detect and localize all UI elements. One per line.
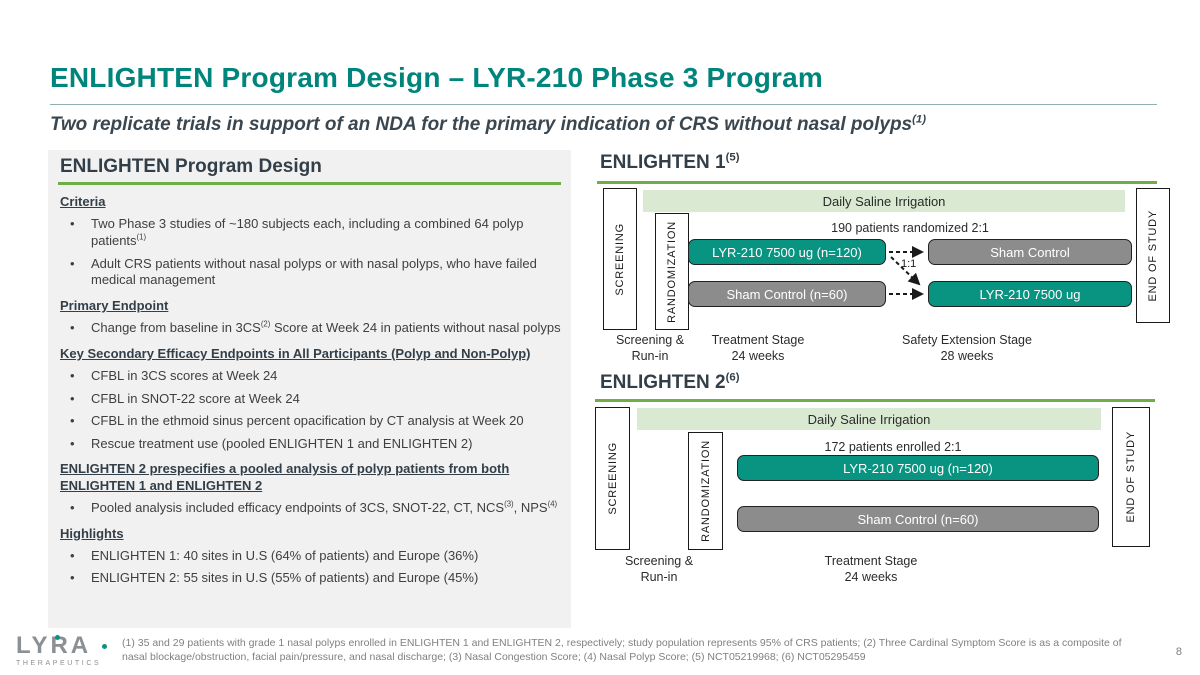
lyra-logo-text: LYRA bbox=[16, 632, 92, 659]
bullet-item: Adult CRS patients without nasal polyps … bbox=[58, 256, 561, 289]
enlighten1-sham-arm: Sham Control (n=60) bbox=[688, 281, 886, 307]
enlighten1-saline-label: Daily Saline Irrigation bbox=[822, 193, 946, 209]
bullet-item: ENLIGHTEN 2: 55 sites in U.S (55% of pat… bbox=[58, 570, 561, 587]
slide-subtitle: Two replicate trials in support of an ND… bbox=[50, 113, 927, 135]
bullet-item: Change from baseline in 3CS(2) Score at … bbox=[58, 320, 561, 337]
enlighten1-title: ENLIGHTEN 1(5) bbox=[600, 151, 740, 173]
enlighten2-treatment-arm: LYR-210 7500 ug (n=120) bbox=[737, 455, 1099, 481]
enlighten2-diagram: Daily Saline Irrigation SCREENING RANDOM… bbox=[593, 403, 1168, 585]
logo-dot-icon bbox=[55, 635, 60, 640]
stage-line: 28 weeks bbox=[940, 349, 994, 364]
section-bullets: Two Phase 3 studies of ~180 subjects eac… bbox=[58, 216, 561, 289]
stage-line: Treatment Stage bbox=[711, 333, 805, 347]
section-bullets: Pooled analysis included efficacy endpoi… bbox=[58, 500, 561, 517]
stage-line: Run-in bbox=[640, 570, 678, 585]
enlighten2-sham-arm: Sham Control (n=60) bbox=[737, 506, 1099, 532]
footnotes: (1) 35 and 29 patients with grade 1 nasa… bbox=[122, 637, 1122, 664]
stage-line: Run-in bbox=[631, 349, 669, 364]
panel-sections: CriteriaTwo Phase 3 studies of ~180 subj… bbox=[58, 194, 561, 587]
section-bullets: Change from baseline in 3CS(2) Score at … bbox=[58, 320, 561, 337]
enlighten2-randomization-label: RANDOMIZATION bbox=[699, 440, 712, 542]
lyra-logo-subtext: THERAPEUTICS bbox=[16, 660, 102, 667]
program-design-panel: ENLIGHTEN Program Design CriteriaTwo Pha… bbox=[48, 150, 571, 628]
section-bullets: ENLIGHTEN 1: 40 sites in U.S (64% of pat… bbox=[58, 548, 561, 587]
enlighten2-stage-screening: Screening & Run-in bbox=[601, 553, 717, 586]
stage-line: Screening & bbox=[615, 333, 685, 347]
enlighten1-randomization-box: RANDOMIZATION bbox=[655, 213, 689, 330]
stage-line: 24 weeks bbox=[844, 570, 898, 585]
section-heading: ENLIGHTEN 2 prespecifies a pooled analys… bbox=[60, 461, 510, 493]
section-bullets: CFBL in 3CS scores at Week 24 CFBL in SNO… bbox=[58, 368, 561, 453]
slide-title: ENLIGHTEN Program Design – LYR-210 Phase… bbox=[50, 62, 823, 93]
bullet-item: Pooled analysis included efficacy endpoi… bbox=[58, 500, 561, 517]
logo-dot-icon bbox=[102, 644, 107, 649]
enlighten2-accent-line bbox=[595, 399, 1155, 402]
stage-line: Screening & bbox=[624, 554, 694, 568]
panel-accent-line bbox=[58, 182, 561, 185]
stage-line: 24 weeks bbox=[731, 349, 785, 364]
enlighten1-treatment-arm: LYR-210 7500 ug (n=120) bbox=[688, 239, 886, 265]
section-heading: Primary Endpoint bbox=[60, 297, 169, 313]
enlighten1-end-of-study-box: END OF STUDY bbox=[1136, 188, 1170, 323]
enlighten2-saline-label: Daily Saline Irrigation bbox=[807, 411, 931, 427]
enlighten1-end-of-study-label: END OF STUDY bbox=[1147, 209, 1159, 302]
enlighten1-treatment-extension-arm: LYR-210 7500 ug bbox=[928, 281, 1132, 307]
enlighten2-screening-box: SCREENING bbox=[595, 407, 630, 550]
enlighten2-screening-label: SCREENING bbox=[606, 442, 619, 515]
enlighten1-randomized-note: 190 patients randomized 2:1 bbox=[831, 221, 989, 235]
enlighten2-end-of-study-label: END OF STUDY bbox=[1125, 431, 1137, 523]
section-heading: Highlights bbox=[60, 525, 124, 541]
enlighten2-end-of-study-box: END OF STUDY bbox=[1112, 407, 1150, 547]
enlighten2-title: ENLIGHTEN 2(6) bbox=[600, 371, 740, 393]
enlighten1-accent-line bbox=[597, 181, 1157, 184]
bullet-item: Rescue treatment use (pooled ENLIGHTEN 1… bbox=[58, 436, 561, 453]
bullet-item: ENLIGHTEN 1: 40 sites in U.S (64% of pat… bbox=[58, 548, 561, 565]
enlighten2-stage-treatment: Treatment Stage 24 weeks bbox=[801, 553, 941, 586]
enlighten1-randomization-label: RANDOMIZATION bbox=[666, 220, 678, 323]
section-heading: Key Secondary Efficacy Endpoints in All … bbox=[60, 345, 531, 361]
bullet-item: CFBL in SNOT-22 score at Week 24 bbox=[58, 391, 561, 408]
enlighten1-stage-safety-extension: Safety Extension Stage 28 weeks bbox=[882, 332, 1052, 365]
stage-line: Safety Extension Stage bbox=[902, 333, 1032, 347]
enlighten2-saline-bar: Daily Saline Irrigation bbox=[637, 408, 1101, 430]
enlighten1-stage-screening: Screening & Run-in bbox=[595, 332, 705, 365]
enlighten1-screening-box: SCREENING bbox=[603, 188, 637, 330]
lyra-logo: LYRA THERAPEUTICS bbox=[16, 634, 120, 667]
enlighten1-diagram: Daily Saline Irrigation SCREENING RANDOM… bbox=[595, 185, 1175, 367]
enlighten1-saline-bar: Daily Saline Irrigation bbox=[643, 190, 1125, 212]
panel-title: ENLIGHTEN Program Design bbox=[60, 156, 322, 177]
enlighten2-randomization-box: RANDOMIZATION bbox=[688, 432, 723, 550]
bullet-item: Two Phase 3 studies of ~180 subjects eac… bbox=[58, 216, 561, 249]
page-number: 8 bbox=[1175, 646, 1182, 658]
enlighten2-enrolled-note: 172 patients enrolled 2:1 bbox=[824, 440, 962, 454]
bullet-item: CFBL in the ethmoid sinus percent opacif… bbox=[58, 413, 561, 430]
bullet-item: CFBL in 3CS scores at Week 24 bbox=[58, 368, 561, 385]
section-heading: Criteria bbox=[60, 194, 106, 209]
enlighten1-sham-extension-arm: Sham Control bbox=[928, 239, 1132, 265]
crossover-ratio-label: 1:1 bbox=[901, 258, 917, 270]
enlighten1-stage-treatment: Treatment Stage 24 weeks bbox=[698, 332, 818, 365]
title-divider bbox=[50, 104, 1157, 105]
lyra-logo-word: LYRA bbox=[16, 634, 120, 658]
stage-line: Treatment Stage bbox=[824, 554, 918, 568]
enlighten1-screening-label: SCREENING bbox=[614, 222, 626, 296]
